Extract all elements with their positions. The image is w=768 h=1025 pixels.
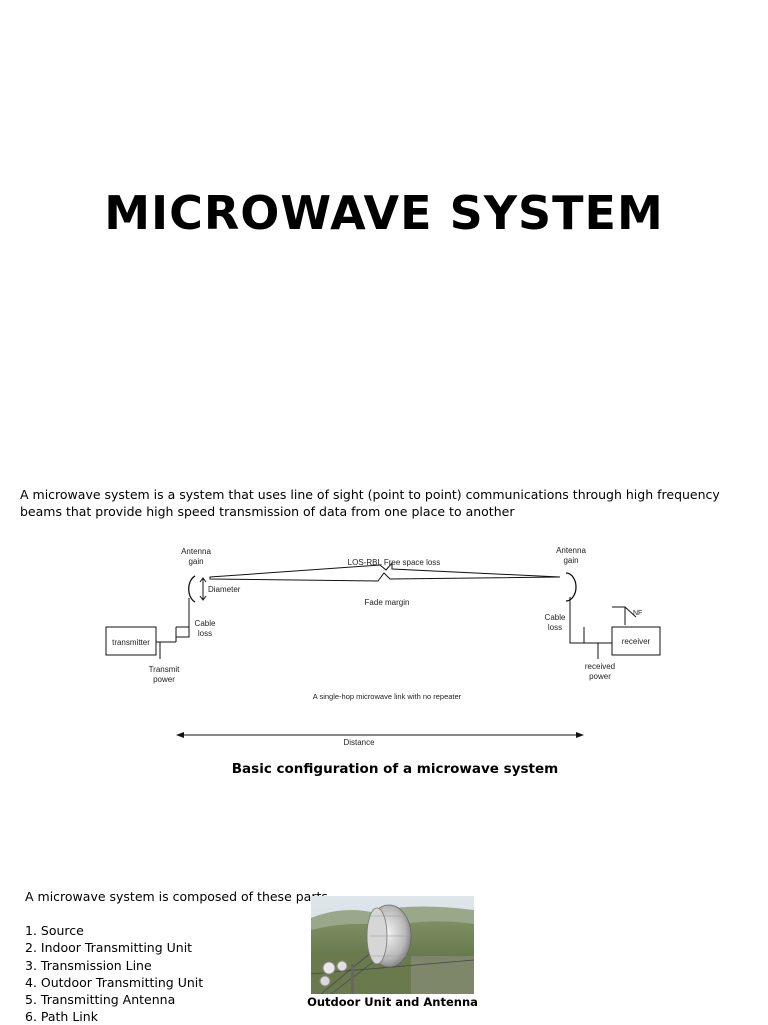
left-feeder-line	[175, 598, 190, 642]
los-loss-label: LOS-RBL Free space loss	[348, 558, 441, 567]
single-hop-note: A single-hop microwave link with no repe…	[313, 692, 462, 701]
transmitter-label: transmitter	[112, 638, 150, 647]
list-item: 6. Path Link	[25, 1009, 98, 1025]
list-item: 5. Transmitting Antenna	[25, 992, 176, 1008]
page-title: MICROWAVE SYSTEM	[104, 186, 664, 240]
list-item: 1. Source	[25, 923, 84, 939]
nf-label: NF	[633, 610, 642, 617]
parts-section: A microwave system is composed of these …	[25, 888, 328, 1025]
list-item: 4. Outdoor Transmitting Unit	[25, 974, 204, 990]
right-feeder-line	[569, 597, 584, 644]
path-link-beam	[209, 561, 561, 582]
receiver-box	[611, 626, 661, 656]
distance-label: Distance	[343, 738, 375, 747]
receiver-label: receiver	[622, 637, 651, 646]
list-item: 2. Indoor Transmitting Unit	[25, 940, 193, 956]
left-antenna-dish	[188, 575, 196, 603]
parts-lead: A microwave system is composed of these …	[25, 889, 328, 904]
intro-paragraph: A microwave system is a system that uses…	[20, 487, 720, 519]
diameter-label: Diameter	[208, 585, 241, 594]
fade-margin-label: Fade margin	[365, 598, 410, 607]
parts-list: 1. Source 2. Indoor Transmitting Unit 3.…	[25, 922, 328, 1025]
right-antenna-dish	[565, 572, 577, 602]
photo-caption: Outdoor Unit and Antenna	[307, 995, 478, 1009]
diagram-caption: Basic configuration of a microwave syste…	[231, 761, 559, 777]
list-item: 3. Transmission Line	[25, 957, 152, 973]
outdoor-unit-photo	[311, 896, 474, 994]
transmitter-box	[105, 626, 157, 656]
